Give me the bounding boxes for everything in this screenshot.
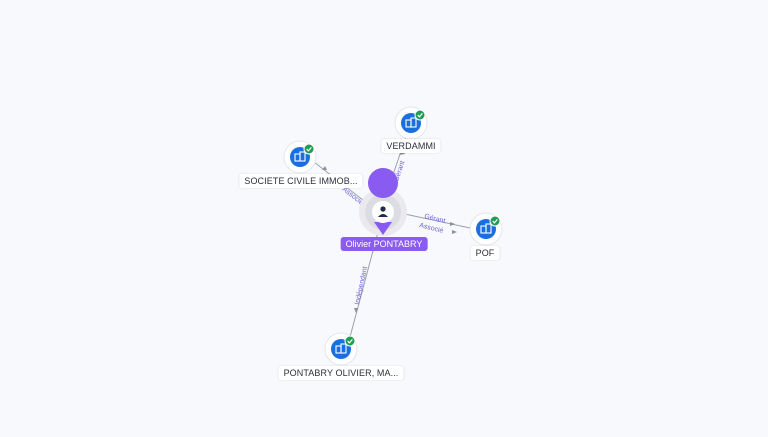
edge-arrow-sci — [322, 166, 327, 170]
verified-icon — [414, 109, 426, 121]
verified-icon — [303, 143, 315, 155]
node-label-pontabry[interactable]: PONTABRY OLIVIER, MA... — [278, 366, 404, 380]
node-pontabry[interactable] — [324, 332, 358, 366]
edge-arrow-pontabry — [354, 308, 358, 313]
node-label-pof[interactable]: POF — [470, 246, 500, 260]
node-label-verdammi[interactable]: VERDAMMI — [381, 139, 441, 153]
company-icon — [294, 151, 306, 162]
node-pof[interactable] — [469, 212, 503, 246]
edges: Associé Gérant Gérant Associé Indépendan… — [313, 133, 471, 338]
edge-label-pof-1: Gérant — [424, 213, 447, 225]
node-label-sci[interactable]: SOCIETE CIVILE IMMOB... — [239, 174, 363, 188]
edge-pof[interactable] — [399, 212, 471, 229]
company-icon — [405, 117, 417, 128]
edge-label-pontabry: Indépendant — [354, 266, 369, 306]
node-verdammi[interactable] — [394, 106, 428, 140]
center-node-label[interactable]: Olivier PONTABRY — [340, 237, 428, 251]
center-node[interactable] — [359, 168, 407, 236]
verified-icon — [344, 335, 356, 347]
node-sci[interactable] — [283, 140, 317, 174]
edge-arrow-pof-1 — [450, 222, 455, 226]
verified-icon — [489, 215, 501, 227]
company-icon — [480, 223, 492, 234]
company-icon — [335, 343, 347, 354]
edge-arrow-pof-2 — [452, 230, 457, 234]
person-icon — [378, 206, 388, 217]
